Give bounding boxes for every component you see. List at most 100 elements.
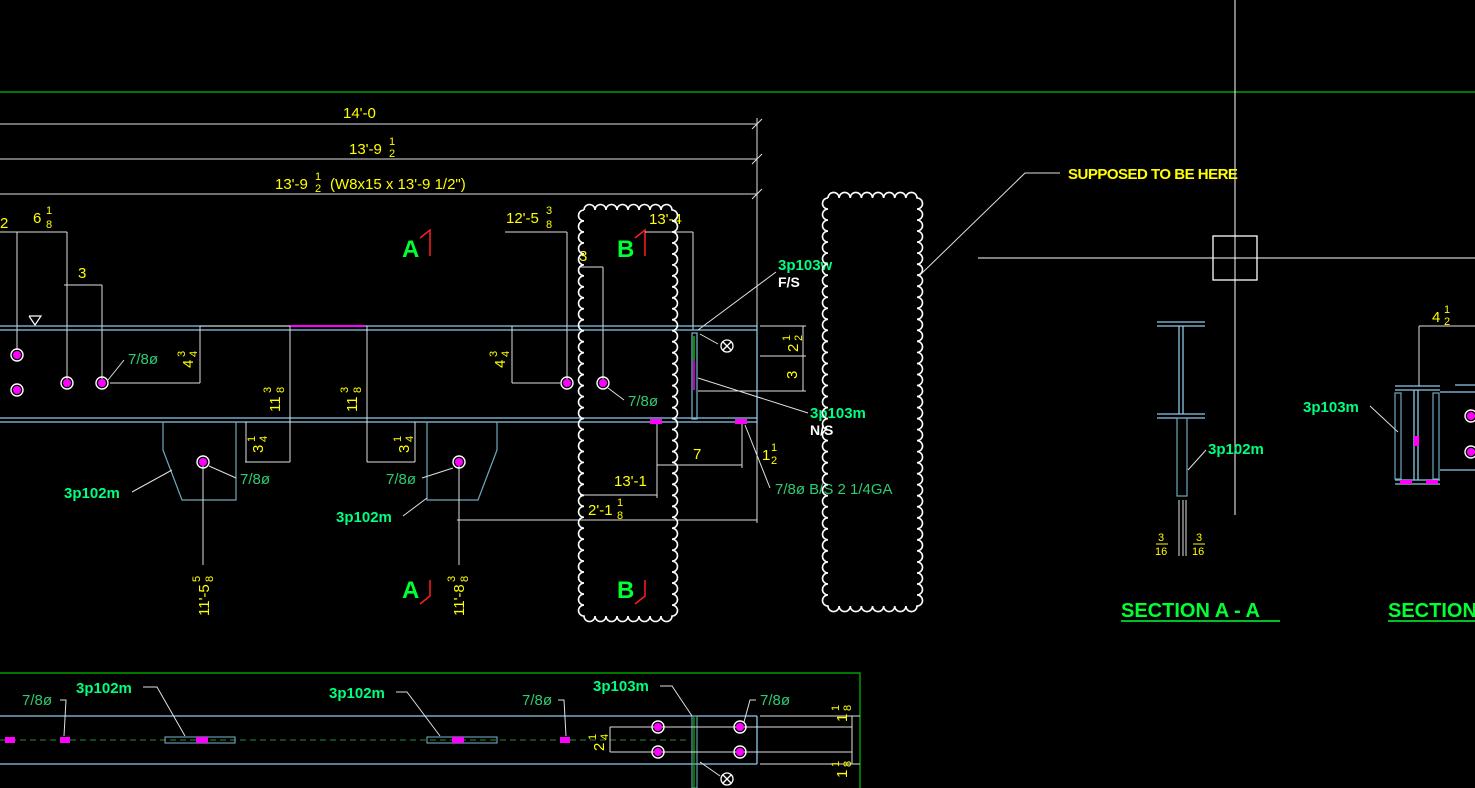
bottom-dim-1-1-8-top: 1 1 8 bbox=[830, 705, 854, 722]
bottom-hole-callout-2: 7/8ø bbox=[760, 692, 790, 709]
svg-text:11'-5: 11'-5 bbox=[196, 584, 213, 616]
svg-text:3: 3 bbox=[396, 445, 413, 453]
svg-text:12'-5: 12'-5 bbox=[506, 210, 539, 227]
svg-text:13'-9: 13'-9 bbox=[275, 176, 308, 193]
svg-text:1: 1 bbox=[830, 705, 842, 711]
hole-callout-3: 7/8ø bbox=[386, 471, 416, 488]
svg-text:8: 8 bbox=[204, 576, 216, 582]
svg-text:2: 2 bbox=[793, 335, 805, 341]
far-side-label: F/S bbox=[778, 274, 800, 290]
cut-arrow-a-bottom bbox=[419, 580, 431, 605]
svg-text:8: 8 bbox=[842, 705, 854, 711]
svg-text:1: 1 bbox=[762, 447, 770, 464]
revision-cloud-note[interactable] bbox=[821, 191, 924, 613]
hole-callout-1: 7/8ø bbox=[128, 351, 158, 368]
end-plate-3p103w bbox=[691, 332, 698, 420]
leader-hole-3 bbox=[421, 467, 454, 479]
svg-text:4: 4 bbox=[599, 734, 611, 740]
svg-text:2: 2 bbox=[0, 215, 8, 232]
svg-text:4: 4 bbox=[188, 351, 200, 357]
bottom-piece-mark-3p102m-b: 3p102m bbox=[329, 685, 385, 702]
svg-text:2: 2 bbox=[785, 344, 802, 352]
svg-text:7: 7 bbox=[693, 446, 701, 463]
section-cut-b-bottom: B bbox=[617, 577, 634, 604]
svg-text:2: 2 bbox=[389, 148, 395, 160]
dim-3-1-4-a: 3 1 4 bbox=[246, 436, 270, 453]
svg-text:3: 3 bbox=[488, 351, 500, 357]
svg-text:8: 8 bbox=[459, 576, 471, 582]
note-leader bbox=[918, 172, 1060, 277]
svg-text:3: 3 bbox=[262, 387, 274, 393]
revision-note: SUPPOSED TO BE HERE bbox=[1068, 166, 1238, 183]
beam-elevation bbox=[0, 325, 758, 423]
svg-text:16: 16 bbox=[1192, 546, 1204, 558]
svg-text:1: 1 bbox=[834, 770, 851, 778]
section-piece-mark-3p102m: 3p102m bbox=[1208, 441, 1264, 458]
leader-bs bbox=[744, 424, 771, 489]
svg-text:3: 3 bbox=[546, 205, 552, 217]
top-of-steel-marker bbox=[28, 315, 43, 327]
dim-member-description: 13'-9 1 2 (W8x15 x 13'-9 1/2") bbox=[275, 171, 466, 195]
piece-mark-3p102m-left: 3p102m bbox=[64, 485, 120, 502]
svg-text:11: 11 bbox=[344, 396, 361, 412]
leader-3p103w bbox=[697, 271, 777, 331]
bolt-holes bbox=[10, 348, 747, 469]
dim-3-1-4-b: 3 1 4 bbox=[392, 436, 416, 453]
left-hole-dims: 2 6 1 8 3 bbox=[0, 205, 103, 383]
right-hole-dims: 12'-5 3 8 13'-4 3 bbox=[505, 205, 694, 383]
svg-text:3: 3 bbox=[579, 248, 587, 265]
svg-text:1: 1 bbox=[246, 436, 258, 442]
dim-2-1-2-end: 2 1 2 bbox=[781, 335, 805, 352]
dim-11-3-8-b: 11 3 8 bbox=[339, 387, 364, 412]
svg-text:3: 3 bbox=[446, 576, 458, 582]
svg-text:6: 6 bbox=[33, 210, 41, 227]
section-a-a-view bbox=[1157, 321, 1207, 556]
svg-text:3: 3 bbox=[1196, 532, 1202, 544]
leader-hole-2 bbox=[208, 465, 237, 479]
svg-text:1: 1 bbox=[781, 335, 793, 341]
leader-3p102m-left bbox=[131, 469, 173, 493]
leader-3p102m-right bbox=[402, 497, 428, 517]
dim-11-3-8-a: 11 3 8 bbox=[262, 387, 287, 412]
section-title-a-a: SECTION A - A bbox=[1121, 600, 1260, 622]
cut-arrow-b-bottom bbox=[634, 580, 646, 605]
piece-mark-3p103m: 3p103m bbox=[810, 405, 866, 422]
hole-callout-2: 7/8ø bbox=[240, 471, 270, 488]
svg-text:4: 4 bbox=[492, 360, 509, 368]
weld-size-left: 3 16 bbox=[1155, 532, 1168, 558]
section-cut-a-bottom: A bbox=[402, 577, 419, 604]
clip-3p102m-right bbox=[426, 422, 498, 501]
crosshair-cursor bbox=[978, 0, 1475, 515]
leader-hole-1 bbox=[107, 359, 125, 381]
svg-text:8: 8 bbox=[842, 761, 854, 767]
svg-text:(W8x15 x 13'-9 1/2"): (W8x15 x 13'-9 1/2") bbox=[330, 176, 466, 193]
svg-text:1: 1 bbox=[1444, 304, 1450, 316]
dim-4-3-4-left: 4 3 4 bbox=[176, 351, 200, 368]
svg-text:1: 1 bbox=[389, 136, 395, 148]
revision-cloud-end-connection[interactable] bbox=[577, 203, 679, 623]
svg-text:1: 1 bbox=[587, 734, 599, 740]
bottom-dim-1-1-8-bottom: 1 1 8 bbox=[830, 761, 854, 778]
dim-3-end: 3 bbox=[784, 371, 801, 379]
svg-text:8: 8 bbox=[275, 387, 287, 393]
bottom-view-border bbox=[0, 672, 861, 788]
svg-text:2'-1: 2'-1 bbox=[588, 502, 613, 519]
svg-text:8: 8 bbox=[352, 387, 364, 393]
svg-text:1: 1 bbox=[834, 714, 851, 722]
svg-text:3: 3 bbox=[250, 445, 267, 453]
svg-text:3: 3 bbox=[339, 387, 351, 393]
clip-3p102m-left bbox=[162, 422, 237, 501]
section-dim-4-1-2: 4 1 2 bbox=[1432, 304, 1450, 328]
section-cut-a-top: A bbox=[402, 236, 419, 263]
bottom-hole-callout-3: 7/8ø bbox=[522, 692, 552, 709]
svg-text:8: 8 bbox=[546, 219, 552, 231]
svg-text:4: 4 bbox=[258, 436, 270, 442]
web-vertical-dims bbox=[110, 325, 560, 463]
dim-cut-length: 13'-9 1 2 bbox=[349, 136, 395, 160]
svg-text:1: 1 bbox=[315, 171, 321, 183]
dim-11-8-3-8: 11'-8 3 8 bbox=[446, 576, 471, 616]
cut-arrow-a-top bbox=[419, 228, 431, 256]
svg-text:3: 3 bbox=[78, 265, 86, 282]
svg-text:1: 1 bbox=[392, 436, 404, 442]
